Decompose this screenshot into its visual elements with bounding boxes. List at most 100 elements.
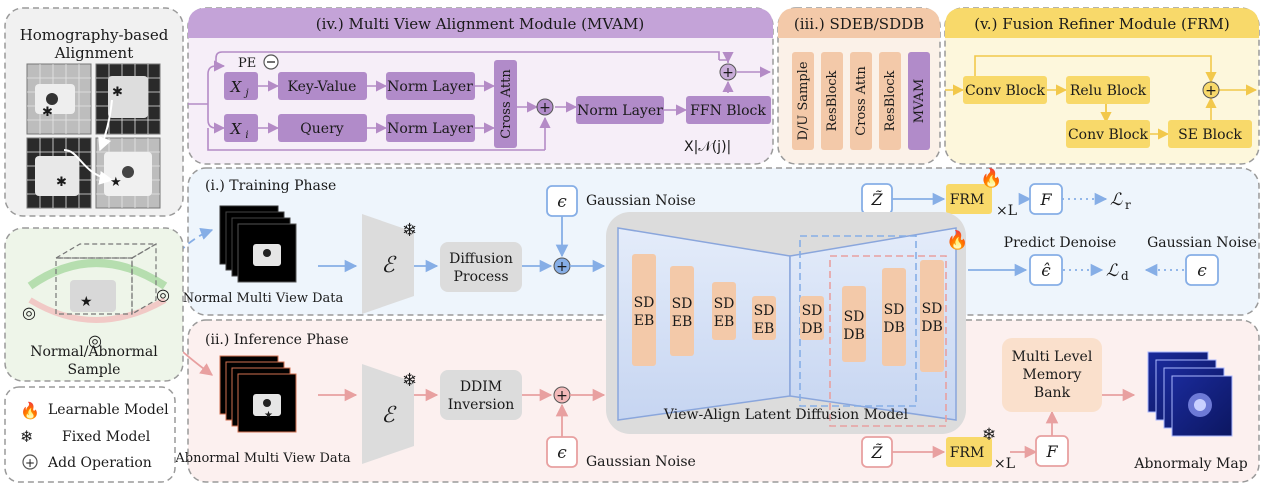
frm-add-icon bbox=[1202, 81, 1220, 99]
camera-right-icon: ◎ bbox=[156, 285, 170, 304]
camera-left-icon: ◎ bbox=[22, 303, 36, 322]
train-encoder-frozen-icon: ❄ bbox=[402, 220, 417, 241]
key-value-label: Key-Value bbox=[288, 79, 357, 95]
query-box bbox=[278, 114, 367, 142]
mvam-add-icon bbox=[536, 98, 554, 116]
legend-fixed-icon: ❄ bbox=[20, 427, 33, 446]
memory-bank-l3: Bank bbox=[1034, 385, 1071, 401]
sdeb-block-4-label-1: SD bbox=[754, 303, 775, 319]
sample-label-l2: Sample bbox=[68, 362, 121, 378]
frm-se-label: SE Block bbox=[1178, 127, 1242, 143]
legend-fixed-label: Fixed Model bbox=[62, 429, 151, 445]
pe-label: PE bbox=[238, 56, 256, 71]
legend-add-icon bbox=[22, 454, 38, 470]
norm-layer-kv-label: Norm Layer bbox=[387, 79, 473, 95]
mvam-title: (iv.) Multi View Alignment Module (MVAM) bbox=[316, 15, 644, 33]
norm-layer-q-label: Norm Layer bbox=[387, 121, 473, 137]
svg-text:X: X bbox=[230, 78, 243, 96]
xi-box: X i bbox=[224, 114, 258, 142]
norm-layer-q-box bbox=[386, 114, 475, 142]
normal-multi-view-stack bbox=[219, 205, 297, 283]
infer-times-l: ×L bbox=[994, 456, 1015, 472]
resblock-2-label: ResBlock bbox=[883, 70, 898, 131]
eps-hat-label: ϵ̂ bbox=[1041, 261, 1051, 281]
sd-mvam-label: MVAM bbox=[912, 79, 927, 124]
sdeb-block-3-label-1: SD bbox=[714, 296, 735, 312]
infer-noise-eps-label: ϵ bbox=[557, 443, 567, 463]
svg-text:+: + bbox=[1205, 83, 1217, 99]
infer-f-box bbox=[1035, 435, 1069, 467]
diffusion-process-l2: Process bbox=[453, 269, 508, 285]
train-gaussian-noise-2-label: Gaussian Noise bbox=[1147, 235, 1257, 251]
sddb-block-2-label-2: DB bbox=[843, 327, 865, 343]
sdeb-block-4 bbox=[752, 296, 776, 340]
sample-object bbox=[70, 280, 116, 312]
svg-text:+: + bbox=[722, 65, 734, 81]
training-title: (i.) Training Phase bbox=[205, 178, 336, 194]
train-gaussian-noise-label: Gaussian Noise bbox=[586, 193, 696, 209]
sample-label-l1: Normal/Abnormal bbox=[30, 344, 158, 360]
svg-text:+: + bbox=[556, 388, 568, 404]
sddb-block-2-label-1: SD bbox=[844, 309, 865, 325]
train-frm-label: FRM bbox=[950, 192, 985, 208]
ffn-block-label: FFN Block bbox=[690, 103, 766, 119]
legend-learnable-label: Learnable Model bbox=[48, 402, 169, 418]
homography-title-l2: Alignment bbox=[54, 44, 133, 62]
sdeb-block-1-label-2: EB bbox=[634, 313, 655, 329]
sddb-block-3-label-2: DB bbox=[883, 320, 905, 336]
svg-text:✱: ✱ bbox=[112, 85, 123, 100]
infer-gaussian-noise-label: Gaussian Noise bbox=[586, 454, 696, 470]
svg-text:★: ★ bbox=[264, 410, 273, 421]
sdeb-block-1-label-1: SD bbox=[634, 295, 655, 311]
sdeb-block-2-label-2: EB bbox=[672, 314, 693, 330]
sddb-block-2 bbox=[842, 286, 866, 362]
frm-conv-label-2: Conv Block bbox=[1068, 127, 1149, 143]
ffn-block-box bbox=[686, 96, 771, 124]
normal-data-label: Normal Multi View Data bbox=[183, 291, 344, 306]
diffusion-process-box bbox=[440, 242, 522, 292]
anomaly-map-stack bbox=[1147, 351, 1233, 437]
sddb-block-1-label-2: DB bbox=[801, 321, 823, 337]
memory-bank-l2: Memory bbox=[1023, 367, 1082, 383]
sample-defect-icon: ★ bbox=[80, 294, 93, 310]
sddb-block-4-label-1: SD bbox=[922, 301, 943, 317]
legend-learnable-icon: 🔥 bbox=[20, 401, 40, 420]
frm-relu-block bbox=[1066, 76, 1150, 104]
sddb-block-3-label-1: SD bbox=[884, 302, 905, 318]
xj-box: X j bbox=[224, 72, 258, 100]
train-f-label: F bbox=[1039, 190, 1052, 209]
du-sample-label: D/U Sample bbox=[796, 61, 811, 140]
infer-encoder-frozen-icon: ❄ bbox=[402, 370, 417, 391]
diffusion-process-l1: Diffusion bbox=[449, 251, 513, 267]
sd-cross-attn-label: Cross Attn bbox=[854, 66, 869, 136]
camera-bottom-icon: ◎ bbox=[88, 331, 102, 350]
cross-attn-box bbox=[494, 60, 517, 148]
query-label: Query bbox=[300, 121, 343, 137]
loss-d-sub: d bbox=[1121, 269, 1129, 283]
frm-panel: (v.) Fusion Refiner Module (FRM) Conv Bl… bbox=[944, 7, 1260, 165]
svg-text:X: X bbox=[230, 120, 243, 138]
sample-panel: ★ ◎ ◎ ◎ Normal/Abnormal Sample bbox=[4, 227, 184, 382]
svg-text:+: + bbox=[539, 100, 551, 116]
homography-grid-images: ✱ ✱ ✱ ★ bbox=[26, 63, 161, 209]
sddb-block-1-label-1: SD bbox=[802, 303, 823, 319]
mvam-panel: (iv.) Multi View Alignment Module (MVAM)… bbox=[187, 7, 774, 165]
key-value-box bbox=[278, 72, 367, 100]
frm-conv-label-1: Conv Block bbox=[965, 83, 1046, 99]
svg-text:+: + bbox=[556, 259, 568, 275]
norm-layer-kv-box bbox=[386, 72, 475, 100]
svg-text:✱: ✱ bbox=[56, 175, 67, 190]
ddim-l1: DDIM bbox=[460, 379, 502, 395]
frm-se-block bbox=[1168, 120, 1252, 148]
sddb-block-4 bbox=[920, 260, 944, 372]
infer-f-label: F bbox=[1045, 442, 1058, 461]
neighbor-count-label: X|𝒩(j)| bbox=[684, 139, 731, 155]
frm-title: (v.) Fusion Refiner Module (FRM) bbox=[974, 15, 1229, 33]
resblock-1-box bbox=[821, 52, 843, 150]
ddim-inversion-box bbox=[440, 370, 522, 420]
sdeb-block-4-label-2: EB bbox=[754, 321, 775, 337]
infer-frm-label: FRM bbox=[950, 445, 985, 461]
